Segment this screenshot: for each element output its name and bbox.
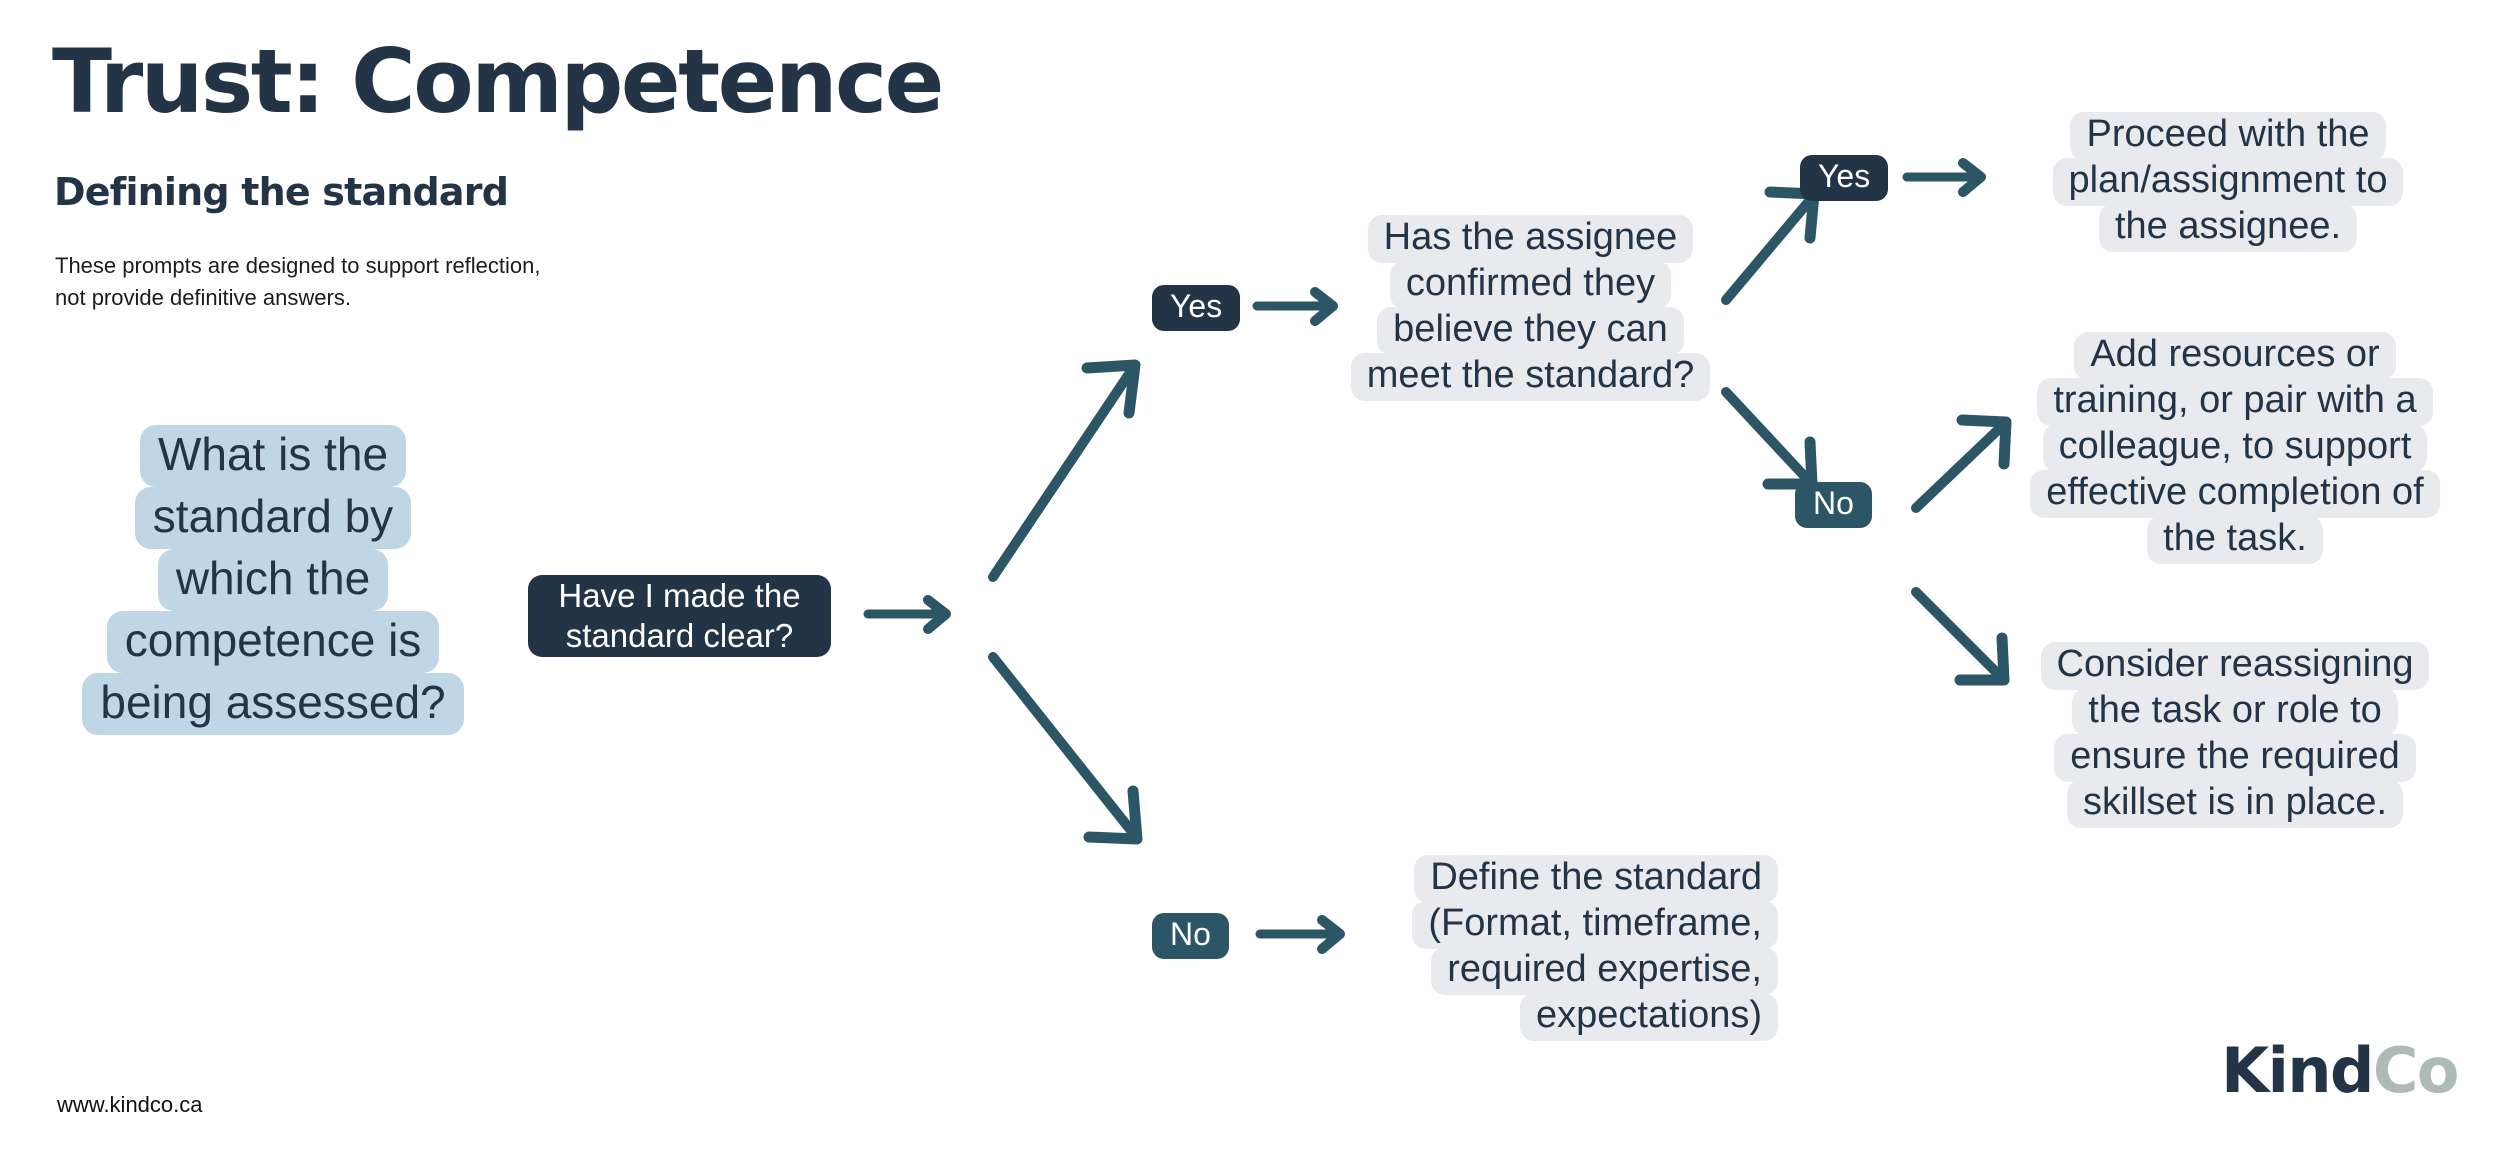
kindco-logo: KindCo [2221,1040,2459,1102]
outcome-add-resources-line: effective completion of [2030,470,2440,518]
outcome-add-resources-line: Add resources or [2074,332,2396,380]
outcome-define-line: Define the standard [1414,855,1778,903]
footer-url[interactable]: www.kindco.ca [57,1092,203,1117]
root-question-line: competence is [106,611,440,673]
branch2-no-badge: No [1795,482,1872,528]
outcome-proceed-line: plan/assignment to [2052,158,2404,206]
outcome-add-resources-line: colleague, to support [2042,424,2428,472]
blurb-line-2: not provide definitive answers. [55,284,351,310]
logo-primary-text: Kind [2221,1034,2374,1107]
outcome-proceed-line: Proceed with the [2070,112,2386,160]
decision-2-line: Has the assignee [1367,215,1694,263]
page-title: Trust: Competence [52,30,944,133]
branch1-yes-badge: Yes [1152,285,1241,331]
branch2-yes-badge: Yes [1800,155,1889,201]
decision-2-box: Has the assignee confirmed they believe … [1348,215,1713,401]
outcome-proceed-line: the assignee. [2098,204,2358,252]
arrow-no2-to-add-resources [1908,408,2023,518]
outcome-proceed-box: Proceed with the plan/assignment to the … [2038,112,2418,252]
decision-2-line: believe they can [1377,307,1684,355]
page-subtitle: Defining the standard [54,170,509,214]
arrow-branch1-no [985,645,1150,850]
root-question-line: which the [157,549,389,611]
arrow-no1-to-define [1255,915,1363,955]
arrow-yes1-to-decision2 [1252,287,1355,327]
outcome-reassign-line: ensure the required [2054,734,2416,782]
logo-accent-text: Co [2372,1034,2460,1107]
decision-2-line: meet the standard? [1350,353,1711,401]
decision-1-line: standard clear? [565,617,794,654]
page-blurb: These prompts are designed to support re… [55,250,541,314]
blurb-line-1: These prompts are designed to support re… [55,253,541,278]
outcome-define-box: Define the standard (Format, timeframe, … [1395,855,1778,1041]
outcome-reassign-line: skillset is in place. [2066,780,2404,828]
arrow-decision1-to-split [863,595,966,635]
outcome-add-resources-line: training, or pair with a [2037,378,2433,426]
arrow-no2-to-reassign [1908,580,2023,695]
outcome-reassign-box: Consider reassigning the task or role to… [2035,642,2435,828]
arrow-branch1-yes [985,355,1145,585]
arrow-yes2-to-proceed [1902,158,2005,198]
root-question-box: What is the standard by which the compet… [28,425,518,735]
outcome-add-resources-box: Add resources or training, or pair with … [2020,332,2450,564]
outcome-reassign-line: the task or role to [2072,688,2398,736]
root-question-line: being assessed? [82,673,464,735]
branch1-no-badge: No [1152,913,1229,959]
root-question-line: What is the [139,425,407,487]
outcome-define-line: required expertise, [1431,947,1778,995]
decision-1-line: Have I made the [558,576,801,614]
outcome-define-line: (Format, timeframe, [1412,901,1778,949]
outcome-add-resources-line: the task. [2147,516,2323,564]
decision-1-box: Have I made the standard clear? [528,575,831,657]
outcome-define-line: expectations) [1519,993,1778,1041]
decision-2-line: confirmed they [1389,261,1672,309]
outcome-reassign-line: Consider reassigning [2040,642,2430,690]
root-question-line: standard by [134,487,412,549]
